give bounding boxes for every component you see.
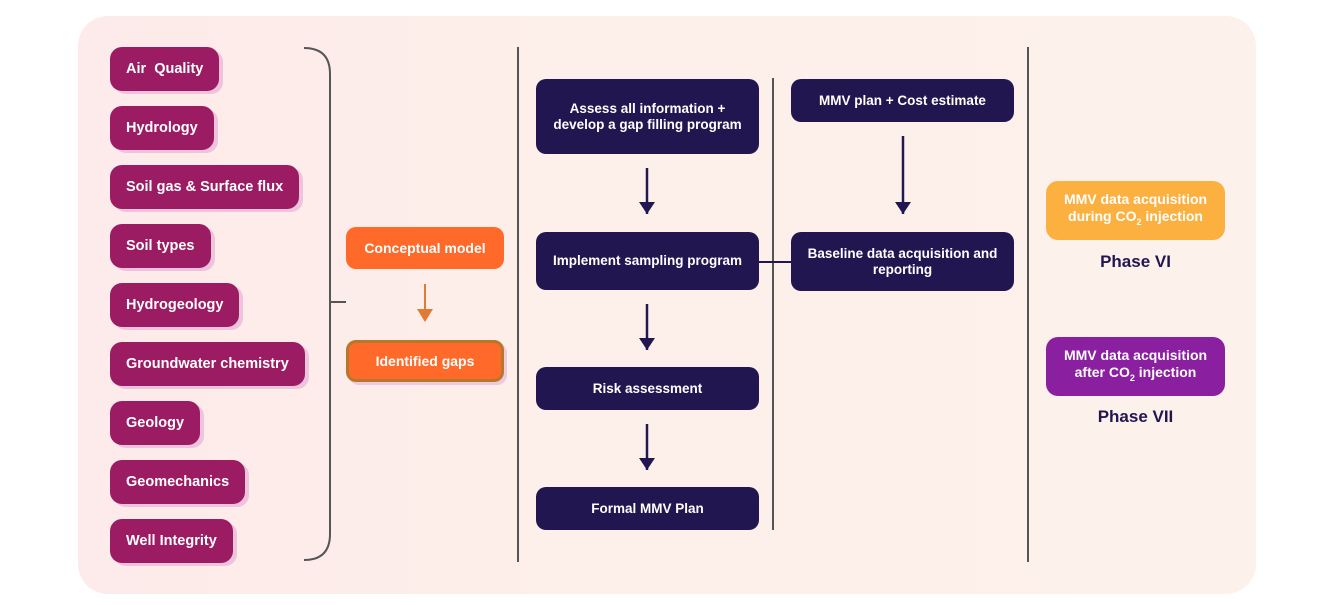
grouping-brace xyxy=(303,47,331,561)
input-geomechanics: Geomechanics xyxy=(110,460,246,504)
phase-vii-label: Phase VII xyxy=(1097,407,1174,426)
input-soil-gas: Soil gas & Surface flux xyxy=(110,165,300,209)
input-groundwater-chemistry: Groundwater chemistry xyxy=(110,342,305,386)
input-geology: Geology xyxy=(110,401,201,445)
arrow-head xyxy=(639,202,655,214)
assess-information-box: Assess all information + develop a gap f… xyxy=(536,79,759,154)
input-hydrology: Hydrology xyxy=(110,106,214,150)
phase-vii-text: MMV data acquisition after CO2 injection xyxy=(1063,346,1208,383)
input-soil-types: Soil types xyxy=(110,224,211,268)
phase-vi-box: MMV data acquisition during CO2 injectio… xyxy=(1046,181,1225,240)
orange-arrow-head xyxy=(417,309,433,322)
input-hydrogeology: Hydrogeology xyxy=(110,283,240,327)
identified-gaps-box: Identified gaps xyxy=(346,340,504,382)
arrow-head xyxy=(639,458,655,470)
conceptual-model-box: Conceptual model xyxy=(346,227,504,269)
risk-assessment-box: Risk assessment xyxy=(536,367,759,410)
input-well-integrity: Well Integrity xyxy=(110,519,233,563)
input-air-quality: Air Quality xyxy=(110,47,220,91)
baseline-acquisition-box: Baseline data acquisition and reporting xyxy=(791,232,1014,291)
phase-vi-text: MMV data acquisition during CO2 injectio… xyxy=(1063,190,1208,227)
implement-sampling-box: Implement sampling program xyxy=(536,232,759,290)
phase-vii-box: MMV data acquisition after CO2 injection xyxy=(1046,337,1225,396)
formal-mmv-plan-box: Formal MMV Plan xyxy=(536,487,759,530)
phase-vi-label: Phase VI xyxy=(1100,252,1171,271)
mmv-plan-cost-box: MMV plan + Cost estimate xyxy=(791,79,1014,122)
arrow-head xyxy=(895,202,911,214)
arrow-head xyxy=(639,338,655,350)
